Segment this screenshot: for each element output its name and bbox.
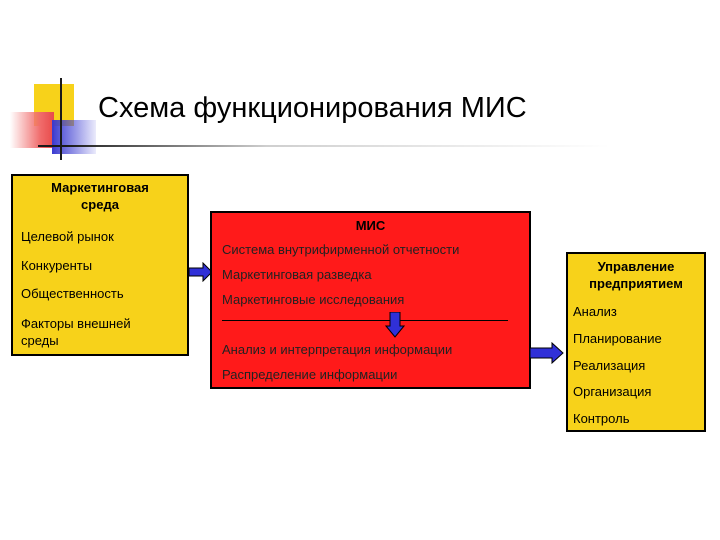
- mis-item-intelligence: Маркетинговая разведка: [222, 267, 372, 282]
- title-underline: [38, 145, 610, 147]
- marketing-environment-box: Маркетинговая среда Целевой рынок Конкур…: [11, 174, 189, 356]
- right-arrow-icon: [530, 342, 564, 364]
- mis-title: МИС: [355, 218, 386, 233]
- env-item-competitors: Конкуренты: [21, 258, 93, 273]
- mis-item-research: Маркетинговые исследования: [222, 292, 405, 307]
- management-box: Управление предприятием Анализ Планирова…: [566, 252, 706, 432]
- decor-vertical-line: [60, 78, 62, 160]
- mgmt-item-organization: Организация: [573, 384, 652, 399]
- env-item-public: Общественность: [21, 286, 124, 301]
- marketing-environment-title: Маркетинговая среда: [51, 180, 149, 212]
- mis-item-internal-reporting: Система внутрифирменной отчетности: [222, 242, 460, 257]
- env-item-external-factors: Факторы внешней среды: [21, 316, 131, 348]
- decor-blue-square: [52, 120, 96, 154]
- decor-red-square: [10, 112, 54, 148]
- slide-title: Схема функционирования МИС: [98, 92, 527, 124]
- mgmt-item-implementation: Реализация: [573, 358, 646, 373]
- mis-item-distribution: Распределение информации: [222, 367, 398, 382]
- mgmt-item-analysis: Анализ: [573, 304, 617, 319]
- mgmt-item-planning: Планирование: [573, 331, 662, 346]
- mgmt-item-control: Контроль: [573, 411, 630, 426]
- mis-box: МИС Система внутрифирменной отчетности М…: [210, 211, 531, 389]
- env-item-target-market: Целевой рынок: [21, 229, 114, 244]
- mis-item-analysis: Анализ и интерпретация информации: [222, 342, 453, 357]
- right-arrow-icon: [189, 262, 213, 282]
- mis-divider: [222, 320, 508, 321]
- down-arrow-icon: [385, 312, 405, 338]
- management-title: Управление предприятием: [589, 259, 683, 291]
